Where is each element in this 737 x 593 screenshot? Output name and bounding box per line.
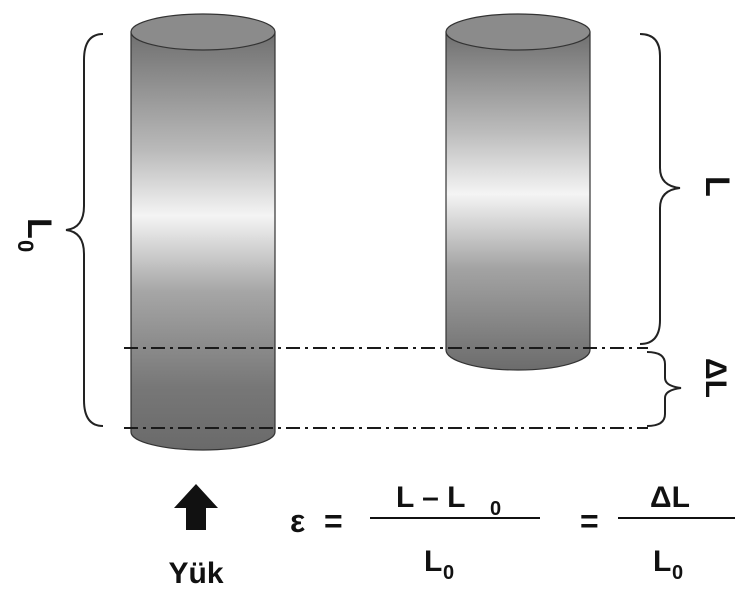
- final-length-label: L: [698, 176, 736, 197]
- svg-text:L – L: L – L: [396, 481, 465, 514]
- formula-denominator-2: L 0: [653, 545, 683, 584]
- svg-text:0: 0: [672, 562, 683, 584]
- up-arrow-icon: [174, 484, 218, 530]
- original-length-label: L 0: [13, 218, 58, 252]
- formula-equals-1: =: [324, 503, 343, 539]
- formula-denominator-1: L 0: [424, 545, 454, 584]
- svg-text:0: 0: [490, 498, 501, 520]
- strain-symbol: ε: [290, 503, 305, 539]
- original-length-brace: [65, 33, 104, 427]
- svg-text:0: 0: [443, 562, 454, 584]
- load-label: Yük: [168, 557, 223, 590]
- svg-text:L: L: [653, 545, 671, 578]
- original-specimen-cylinder: [130, 13, 276, 451]
- formula-numerator-2: ΔL: [650, 481, 690, 514]
- deformed-specimen-cylinder: [445, 13, 591, 371]
- delta-length-brace: [646, 351, 682, 427]
- svg-text:0: 0: [13, 240, 38, 252]
- formula-equals-2: =: [580, 503, 599, 539]
- final-length-brace: [639, 33, 681, 345]
- svg-text:L: L: [20, 218, 58, 239]
- strain-formula: ε = L – L 0 L 0 = ΔL L 0: [290, 481, 735, 584]
- svg-text:L: L: [424, 545, 442, 578]
- formula-numerator-1: L – L 0: [396, 481, 501, 520]
- delta-length-label: ΔL: [699, 358, 732, 398]
